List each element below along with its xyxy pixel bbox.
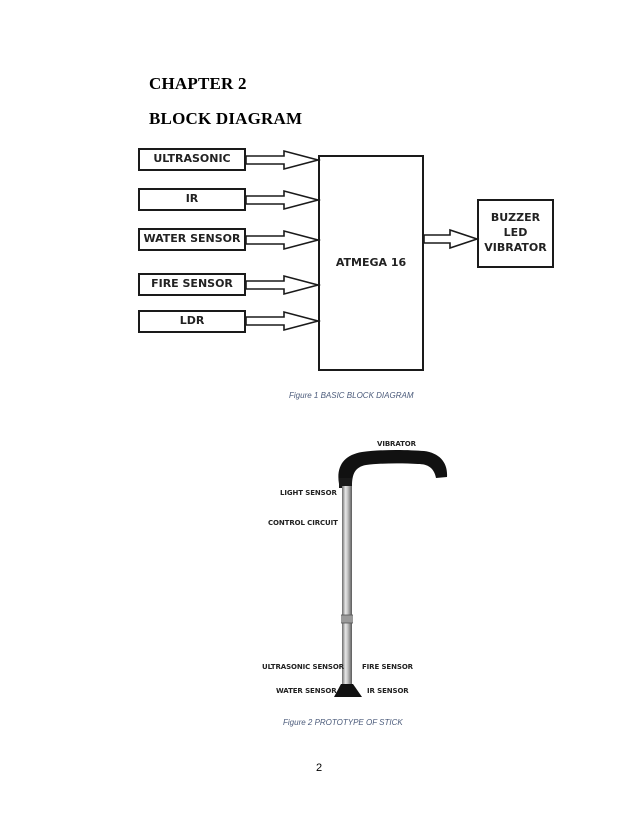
page-number: 2	[315, 762, 323, 774]
arrow-water-sensor	[245, 229, 322, 251]
label-ir-sensor: IR SENSOR	[367, 687, 409, 695]
output-led: LED	[503, 226, 528, 240]
controller-box: ATMEGA 16	[318, 155, 424, 371]
label-vibrator: VIBRATOR	[377, 440, 416, 448]
stick-grip	[339, 478, 352, 488]
label-fire-sensor: FIRE SENSOR	[362, 663, 413, 671]
stick-handle	[338, 450, 448, 486]
label-water-sensor: WATER SENSOR	[276, 687, 337, 695]
section-title: BLOCK DIAGRAM	[149, 109, 303, 128]
label-control-circuit: CONTROL CIRCUIT	[268, 519, 338, 527]
figure2-caption: Figure 2 PROTOTYPE OF STICK	[283, 718, 403, 727]
label-light-sensor: LIGHT SENSOR	[280, 489, 337, 497]
figure1-caption: Figure 1 BASIC BLOCK DIAGRAM	[289, 391, 414, 400]
stick-shaft	[342, 486, 352, 684]
input-box-fire-sensor: FIRE SENSOR	[138, 273, 246, 296]
arrow-ldr	[245, 310, 322, 332]
input-box-ultrasonic: ULTRASONIC	[138, 148, 246, 171]
output-buzzer: BUZZER	[490, 211, 541, 225]
output-box: BUZZER LED VIBRATOR	[477, 199, 554, 268]
controller-label: ATMEGA 16	[335, 255, 407, 269]
arrow-output	[423, 228, 480, 250]
input-box-ldr: LDR	[138, 310, 246, 333]
arrow-ir	[245, 189, 322, 211]
input-box-ir: IR	[138, 188, 246, 211]
stick-foot	[334, 684, 362, 697]
label-ultrasonic-sensor: ULTRASONIC SENSOR	[262, 663, 344, 671]
arrow-fire-sensor	[245, 274, 322, 296]
input-box-water-sensor: WATER SENSOR	[138, 228, 246, 251]
output-vibrator: VIBRATOR	[484, 240, 547, 254]
chapter-heading: CHAPTER 2	[149, 74, 247, 93]
arrow-ultrasonic	[245, 149, 322, 171]
